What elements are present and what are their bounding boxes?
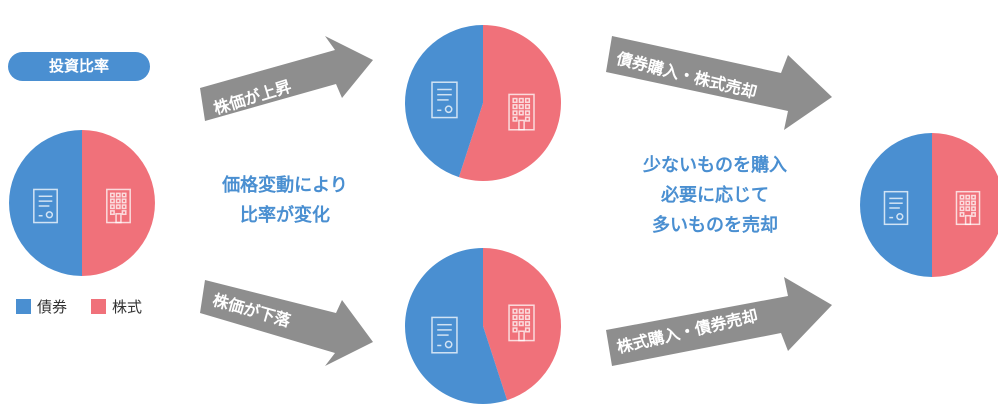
pie-stock-down [404, 248, 561, 404]
pie-current [9, 130, 155, 276]
legend-item-bond: 債券 [16, 296, 67, 316]
legend-item-stock: 株式 [91, 296, 142, 316]
building-icon [106, 188, 131, 224]
price-change-line-2: 比率が変化 [240, 205, 330, 226]
building-icon [508, 304, 535, 342]
building-icon [955, 190, 981, 226]
arrow-stock-buy-bond-sell [606, 277, 832, 366]
price-change-line-1: 価格変動により [222, 175, 348, 196]
pie-slice-bond [9, 130, 83, 276]
document-icon [431, 316, 458, 354]
rebalance-instruction-text: 少ないものを購入 必要に応じて 多いものを売却 [615, 151, 815, 241]
pie-slice-stock [483, 248, 561, 401]
arrow-stock-down [200, 280, 373, 366]
legend-label-stock: 株式 [112, 297, 143, 316]
price-change-text: 価格変動により 比率が変化 [190, 171, 380, 231]
rebalance-line-2: 必要に応じて [661, 185, 769, 206]
pie-slice-bond [405, 25, 483, 178]
pie-stock-up [405, 25, 561, 181]
pie-slice-stock [932, 133, 998, 277]
document-icon [883, 190, 909, 226]
pie-rebalanced [860, 133, 998, 277]
rebalance-line-3: 多いものを売却 [652, 215, 778, 236]
investment-ratio-badge: 投資比率 [8, 52, 150, 81]
pie-slice-bond [404, 248, 508, 404]
legend-swatch-bond [16, 298, 31, 314]
arrow-stock-up [200, 36, 373, 121]
pie-slice-bond [860, 133, 932, 277]
rebalance-line-1: 少ないものを購入 [643, 155, 787, 176]
legend-label-bond: 債券 [37, 297, 68, 316]
arrow-bond-buy-stock-sell [606, 36, 832, 130]
building-icon [508, 93, 535, 131]
pie-slice-stock [458, 25, 561, 181]
legend-swatch-stock [91, 298, 106, 314]
document-icon [33, 188, 58, 224]
document-icon [431, 81, 458, 119]
